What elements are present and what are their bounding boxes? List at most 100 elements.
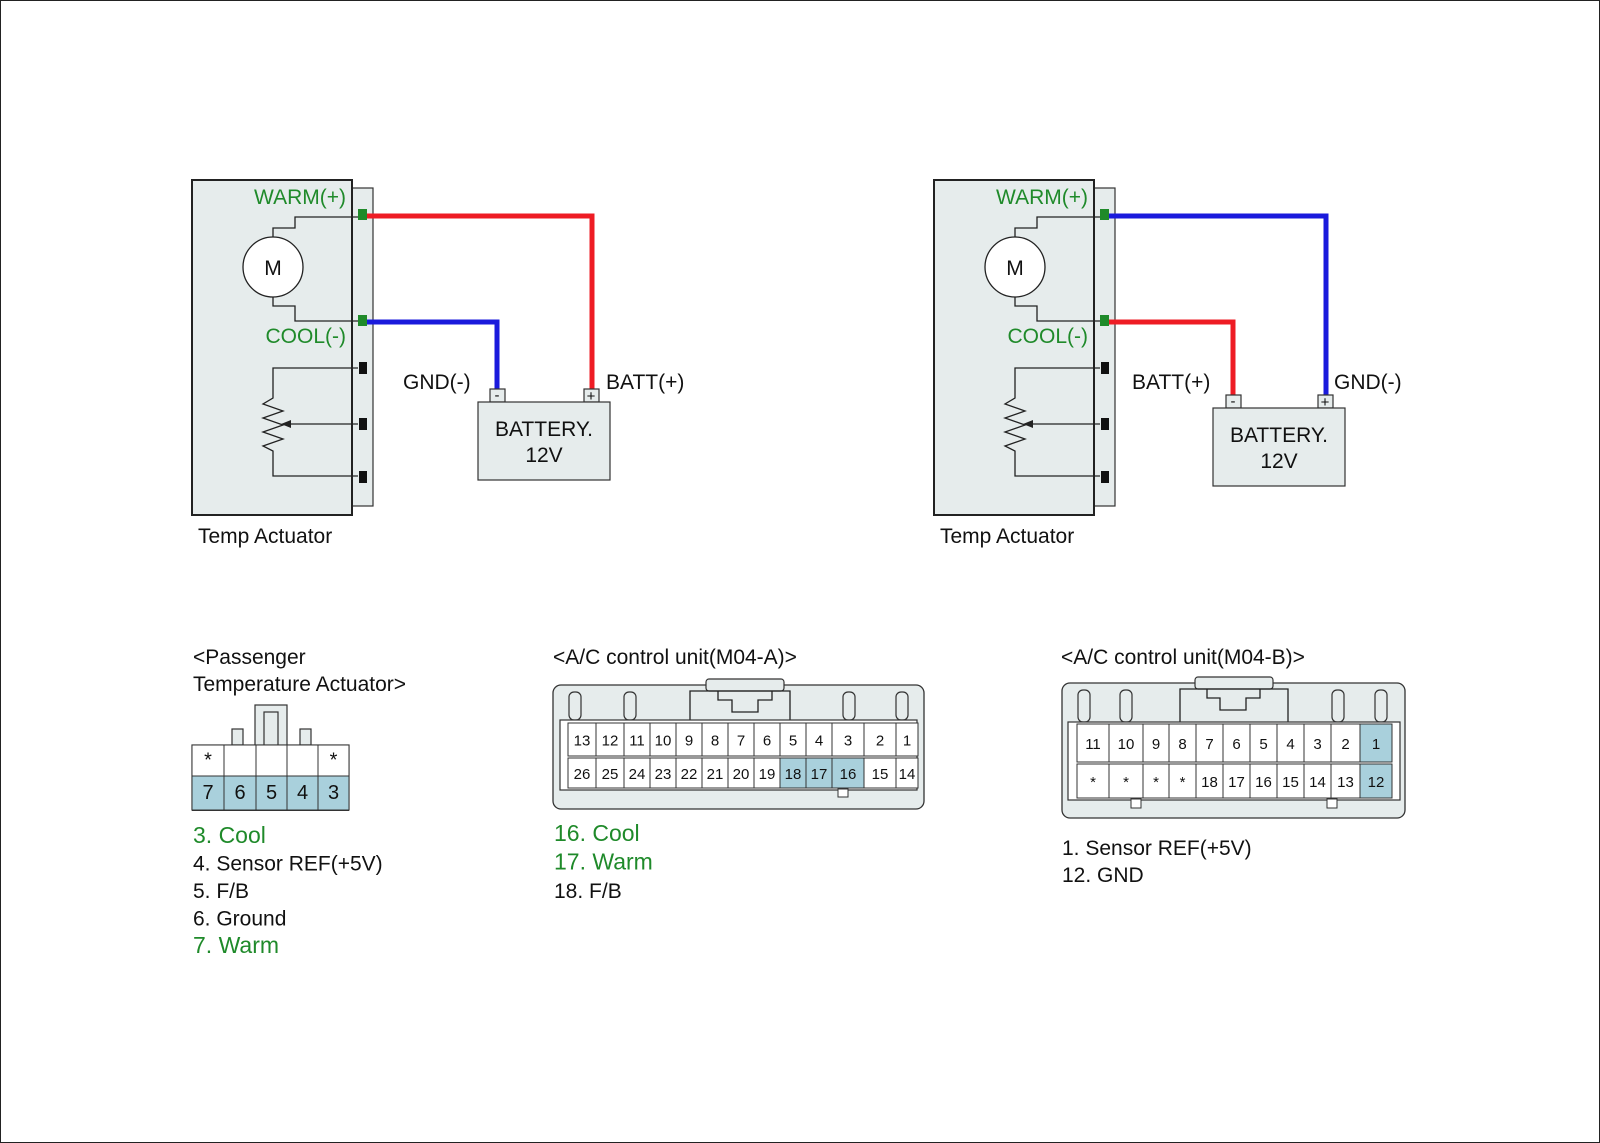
warm-terminal [1100,209,1109,220]
pin-cell: 15 [1276,763,1305,799]
connector-post [623,691,637,721]
pin-cell: 4 [286,775,319,811]
pin-cell: 7 [727,722,755,757]
pin-cell: 7 [1195,723,1224,763]
connector-lug [231,728,244,746]
pin-box [1303,723,1332,763]
pin-number: 5 [789,733,797,750]
pin-cell: 10 [649,722,677,757]
pin-cell: 2 [1330,723,1361,763]
pin-cell: 26 [567,757,597,789]
pin-box [595,722,625,757]
terminal-pin [1101,418,1109,430]
pin-box [1076,763,1110,799]
pin-number: 7 [737,733,745,750]
cool-terminal [358,315,367,326]
pin-cell: 9 [1142,723,1170,763]
connector-key [837,788,849,798]
pin-number: 5 [1259,736,1267,753]
pin-box [753,757,781,789]
pin-box [1108,723,1144,763]
legend-item: 6. Ground [193,908,286,931]
pin-number: 18 [1201,774,1218,791]
pin-cell: 17 [805,757,833,789]
pin-box [779,757,807,789]
connector-post [1077,689,1091,723]
pin-cell: 23 [649,757,677,789]
legend-item: 4. Sensor REF(+5V) [193,853,383,876]
connector-title: <Passenger [193,646,306,669]
pin-cell: * [1168,763,1197,799]
pin-cell: 14 [895,757,919,789]
pin-box [1222,723,1251,763]
pin-number: 15 [872,766,889,783]
pin-box [223,744,257,777]
pin-number: 4 [815,733,823,750]
batt-label: BATT(+) [1132,371,1210,394]
pin-box [805,722,833,757]
minus-sign: - [495,387,500,404]
pin-number: 3 [328,782,339,804]
pin-cell: 12 [1359,763,1393,799]
gnd-label: GND(-) [403,371,471,394]
connector-latch [1206,689,1261,711]
pin-box [567,757,597,789]
pin-box [286,775,319,811]
pin-box [649,722,677,757]
actuator-label: Temp Actuator [198,525,332,548]
connector-post [1119,689,1133,723]
pin-cell: 3 [831,722,865,757]
pin-box [1222,763,1251,799]
batt-label: BATT(+) [606,371,684,394]
actuator-label: Temp Actuator [940,525,1074,548]
connector-post [842,691,856,721]
right-actuator-diagram: M WARM(+) COOL(-) Temp Actuator - + BATT… [933,179,1402,548]
pin-cell: 8 [1168,723,1197,763]
pin-box [1195,763,1224,799]
connector-latch [1194,676,1274,690]
pin-cell: 16 [831,757,865,789]
pin-box [1249,723,1278,763]
battery-box [1212,407,1346,487]
pin-number: 11 [1085,736,1101,753]
legend-item: 5. F/B [193,880,249,903]
pin-box [623,757,651,789]
pin-cell: * [1142,763,1170,799]
terminal-pin [359,362,367,374]
actuator-body [191,179,353,516]
pin-box [255,775,288,811]
terminal-pin [359,418,367,430]
minus-sign: - [1231,393,1236,410]
actuator-terminal-strip [351,187,374,507]
pin-cell: 18 [1195,763,1224,799]
pin-box [1330,763,1361,799]
pin-number: 15 [1282,774,1299,791]
pin-box [1195,723,1224,763]
pin-number: * [1090,774,1096,791]
connector-key [1130,798,1142,809]
connector-latch [1179,688,1289,722]
pin-cell: 14 [1303,763,1332,799]
actuator-terminal-strip [1093,187,1116,507]
pin-cell: 15 [863,757,897,789]
pin-cell: * [1076,763,1110,799]
pin-box [1303,763,1332,799]
motor-symbol [242,236,304,298]
pin-cell: 19 [753,757,781,789]
pin-cell [286,744,319,777]
pin-number: 10 [1118,736,1135,753]
warm-label: WARM(+) [254,186,346,209]
pin-number: 3 [1313,736,1321,753]
pin-box [595,757,625,789]
connector-title: <A/C control unit(M04-A)> [553,646,797,669]
wiper-arrow [281,420,291,428]
pin-number: 19 [759,766,776,783]
red-wire [1109,319,1236,397]
connector-title: Temperature Actuator> [193,673,406,696]
pin-number: 14 [1309,774,1326,791]
pin-cell: 12 [595,722,625,757]
pin-box [805,757,833,789]
pin-number: 7 [202,782,213,804]
pin-box [1359,723,1393,763]
pin-number: 20 [733,766,750,783]
